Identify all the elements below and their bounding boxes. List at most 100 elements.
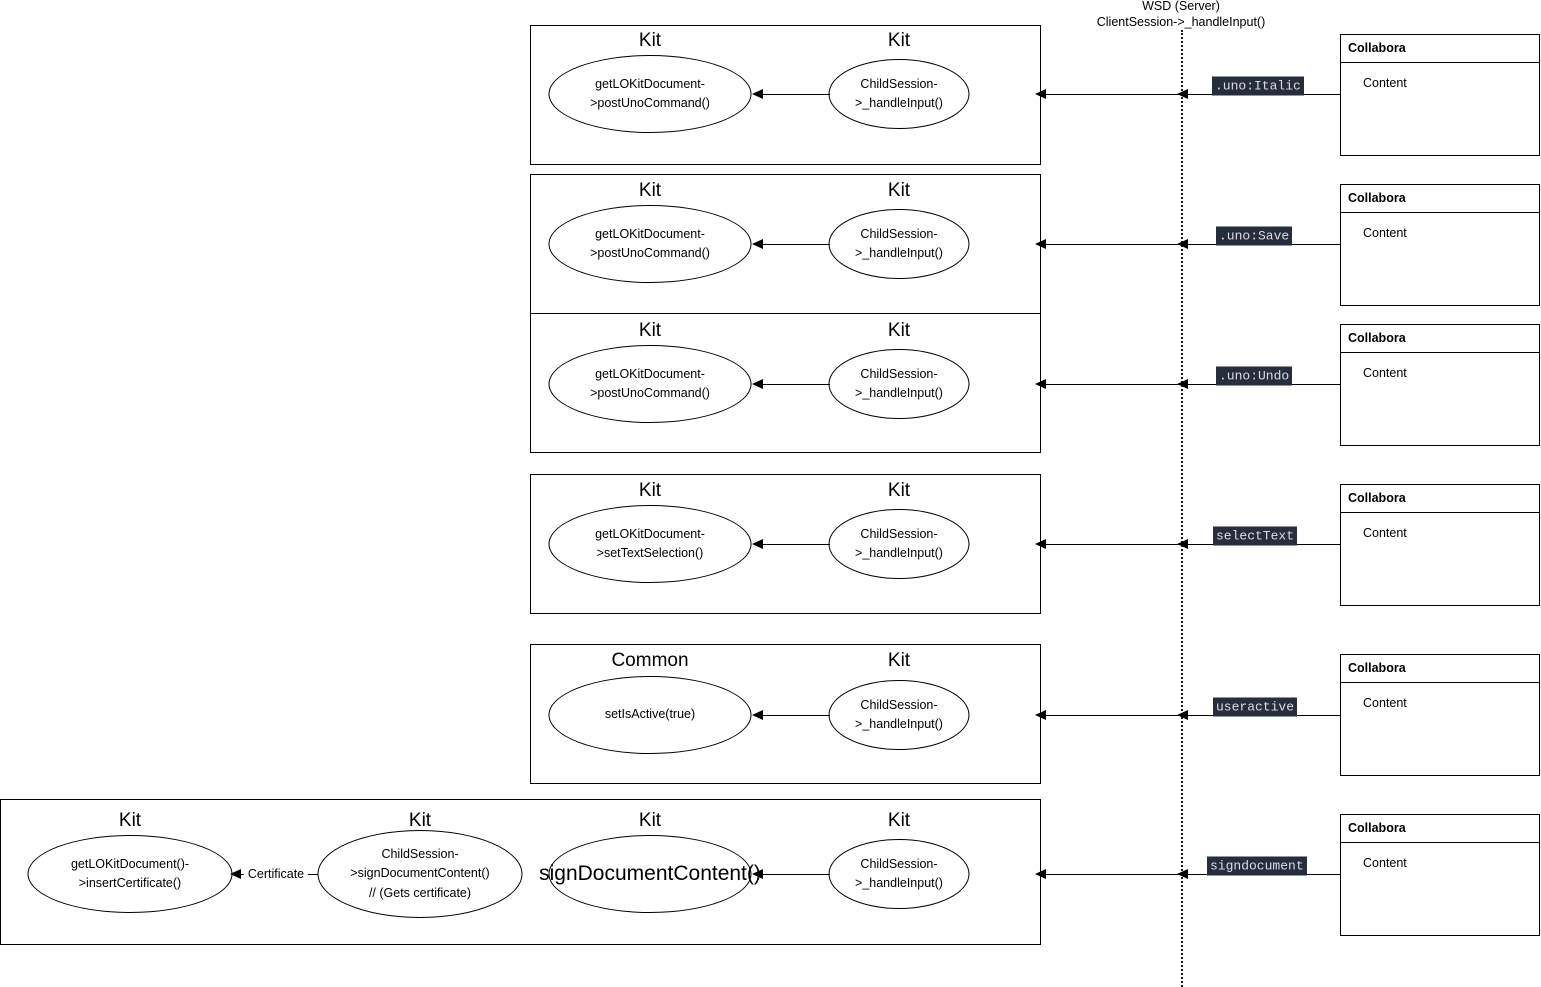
arrow-head-outer-row-6 (1035, 869, 1046, 879)
ellipse-right-row-1: ChildSession- >_handleInput() (828, 59, 970, 129)
node-title-left-row-5: Common (611, 650, 689, 671)
arrow-outer-row-4 (1041, 544, 1181, 545)
ellipse-left-row-3-line2: >postUnoCommand() (590, 386, 710, 400)
collabora-box-row-2: Collabora Content (1340, 184, 1540, 306)
arrow-head-outer-row-4 (1035, 539, 1046, 549)
collabora-box-row-5: Collabora Content (1340, 654, 1540, 776)
ellipse-left-row-5-line1: setIsActive(true) (604, 707, 696, 722)
ellipse-right-row-2-line1: ChildSession- (860, 226, 938, 241)
collabora-box-row-4: Collabora Content (1340, 484, 1540, 606)
node-title-right-row-1: Kit (887, 30, 911, 51)
arrow-outer-row-5 (1041, 715, 1181, 716)
arrow-head-outer-row-1 (1035, 89, 1046, 99)
ellipse-mid-left-row-6-line2: >signDocumentContent() (350, 866, 490, 881)
collabora-title-row-2: Collabora (1341, 185, 1539, 213)
arrow-head-inner-row-1 (752, 89, 763, 99)
collabora-box-row-3: Collabora Content (1340, 324, 1540, 446)
arrow-label-certificate-row-6: Certificate (243, 868, 309, 881)
arrow-head-inner-row-5 (752, 710, 763, 720)
arrow-outer-row-3 (1041, 384, 1181, 385)
arrow-inner-row-5 (758, 715, 830, 716)
kit-panel-divider-rows-2-3 (530, 313, 1041, 314)
ellipse-left-row-3: getLOKitDocument- >postUnoCommand() (548, 345, 752, 423)
ellipse-right-row-3: ChildSession- >_handleInput() (828, 349, 970, 419)
node-title-far-left-row-6: Kit (118, 810, 142, 831)
arrow-head-certificate-row-6 (230, 869, 241, 879)
ellipse-right-row-6: ChildSession- >_handleInput() (828, 839, 970, 909)
arrow-head-outer-row-3 (1035, 379, 1046, 389)
node-title-left-row-3: Kit (638, 320, 662, 341)
ellipse-right-row-5: ChildSession- >_handleInput() (828, 680, 970, 750)
ellipse-left-row-1-line1: getLOKitDocument- (595, 76, 705, 91)
node-title-left-row-4: Kit (638, 480, 662, 501)
ellipse-far-left-row-6-line1: getLOKitDocument()- (70, 856, 190, 871)
arrow-outer-row-2 (1041, 244, 1181, 245)
lifeline-header: WSD (Server) ClientSession->_handleInput… (1097, 0, 1266, 30)
message-token-row-6: signdocument (1207, 856, 1307, 876)
arrow-head-server-row-4 (1177, 539, 1188, 549)
collabora-title-row-1: Collabora (1341, 35, 1539, 63)
ellipse-insert-certificate-row-6: getLOKitDocument()- >insertCertificate() (27, 835, 233, 913)
arrow-head-server-row-1 (1177, 89, 1188, 99)
ellipse-left-row-4: getLOKitDocument- >setTextSelection() (548, 505, 752, 583)
ellipse-right-row-5-line1: ChildSession- (860, 697, 938, 712)
node-title-right-row-2: Kit (887, 180, 911, 201)
ellipse-right-row-4: ChildSession- >_handleInput() (828, 509, 970, 579)
ellipse-right-row-1-line1: ChildSession- (860, 76, 938, 91)
ellipse-left-row-2-line2: >postUnoCommand() (590, 246, 710, 260)
arrow-head-outer-row-5 (1035, 710, 1046, 720)
ellipse-right-row-2: ChildSession- >_handleInput() (828, 209, 970, 279)
arrow-head-server-row-2 (1177, 239, 1188, 249)
collabora-content-row-4: Content (1363, 525, 1407, 540)
ellipse-left-row-3-line1: getLOKitDocument- (595, 366, 705, 381)
arrow-inner-row-4 (758, 544, 830, 545)
collabora-title-row-4: Collabora (1341, 485, 1539, 513)
ellipse-right-row-5-line2: >_handleInput() (855, 717, 943, 731)
message-token-row-1: .uno:Italic (1212, 76, 1304, 96)
ellipse-right-row-4-line1: ChildSession- (860, 526, 938, 541)
node-title-left-row-2: Kit (638, 180, 662, 201)
ellipse-right-row-6-line1: ChildSession- (860, 856, 938, 871)
arrow-head-server-row-6 (1177, 869, 1188, 879)
wsd-server-lifeline (1181, 30, 1183, 987)
collabora-title-row-3: Collabora (1341, 325, 1539, 353)
node-title-left-row-1: Kit (638, 30, 662, 51)
arrow-head-inner-row-3 (752, 379, 763, 389)
ellipse-left-row-5: setIsActive(true) (548, 676, 752, 754)
arrow-inner-row-2 (758, 244, 830, 245)
ellipse-left-row-2-line1: getLOKitDocument- (595, 226, 705, 241)
ellipse-sign-document-content-row-6: ChildSession- >signDocumentContent() // … (317, 830, 523, 918)
ellipse-mid-left-row-6-line1: ChildSession- (381, 846, 459, 861)
arrow-inner-row-3 (758, 384, 830, 385)
collabora-title-row-6: Collabora (1341, 815, 1539, 843)
arrow-inner-row-1 (758, 94, 830, 95)
arrow-outer-row-6 (1041, 874, 1181, 875)
arrow-head-outer-row-2 (1035, 239, 1046, 249)
arrow-head-inner-row-2 (752, 239, 763, 249)
ellipse-left-row-1-line2: >postUnoCommand() (590, 96, 710, 110)
ellipse-left-row-1: getLOKitDocument- >postUnoCommand() (548, 55, 752, 133)
arrow-outer-row-1 (1041, 94, 1181, 95)
arrow-head-server-row-5 (1177, 710, 1188, 720)
ellipse-right-row-1-line2: >_handleInput() (855, 96, 943, 110)
collabora-content-row-1: Content (1363, 75, 1407, 90)
ellipse-right-row-6-line2: >_handleInput() (855, 876, 943, 890)
message-token-row-3: .uno:Undo (1216, 366, 1293, 386)
ellipse-left-row-2: getLOKitDocument- >postUnoCommand() (548, 205, 752, 283)
arrow-head-inner-row-6 (752, 869, 763, 879)
ellipse-mid-left-row-6-line3: // (Gets certificate) (368, 885, 472, 900)
collabora-content-row-2: Content (1363, 225, 1407, 240)
message-token-row-5: useractive (1213, 697, 1298, 717)
message-token-row-4: selectText (1213, 526, 1298, 546)
node-title-right-row-3: Kit (887, 320, 911, 341)
ellipse-left-row-6-line1: signDocumentContent() (539, 862, 761, 886)
collabora-title-row-5: Collabora (1341, 655, 1539, 683)
arrow-head-server-row-3 (1177, 379, 1188, 389)
lifeline-title-line1: WSD (Server) (1142, 0, 1220, 13)
lifeline-title-line2: ClientSession->_handleInput() (1096, 14, 1266, 29)
collabora-content-row-3: Content (1363, 365, 1407, 380)
ellipse-left-row-4-line2: >setTextSelection() (596, 546, 704, 560)
message-token-row-2: .uno:Save (1216, 226, 1293, 246)
ellipse-right-row-3-line1: ChildSession- (860, 366, 938, 381)
